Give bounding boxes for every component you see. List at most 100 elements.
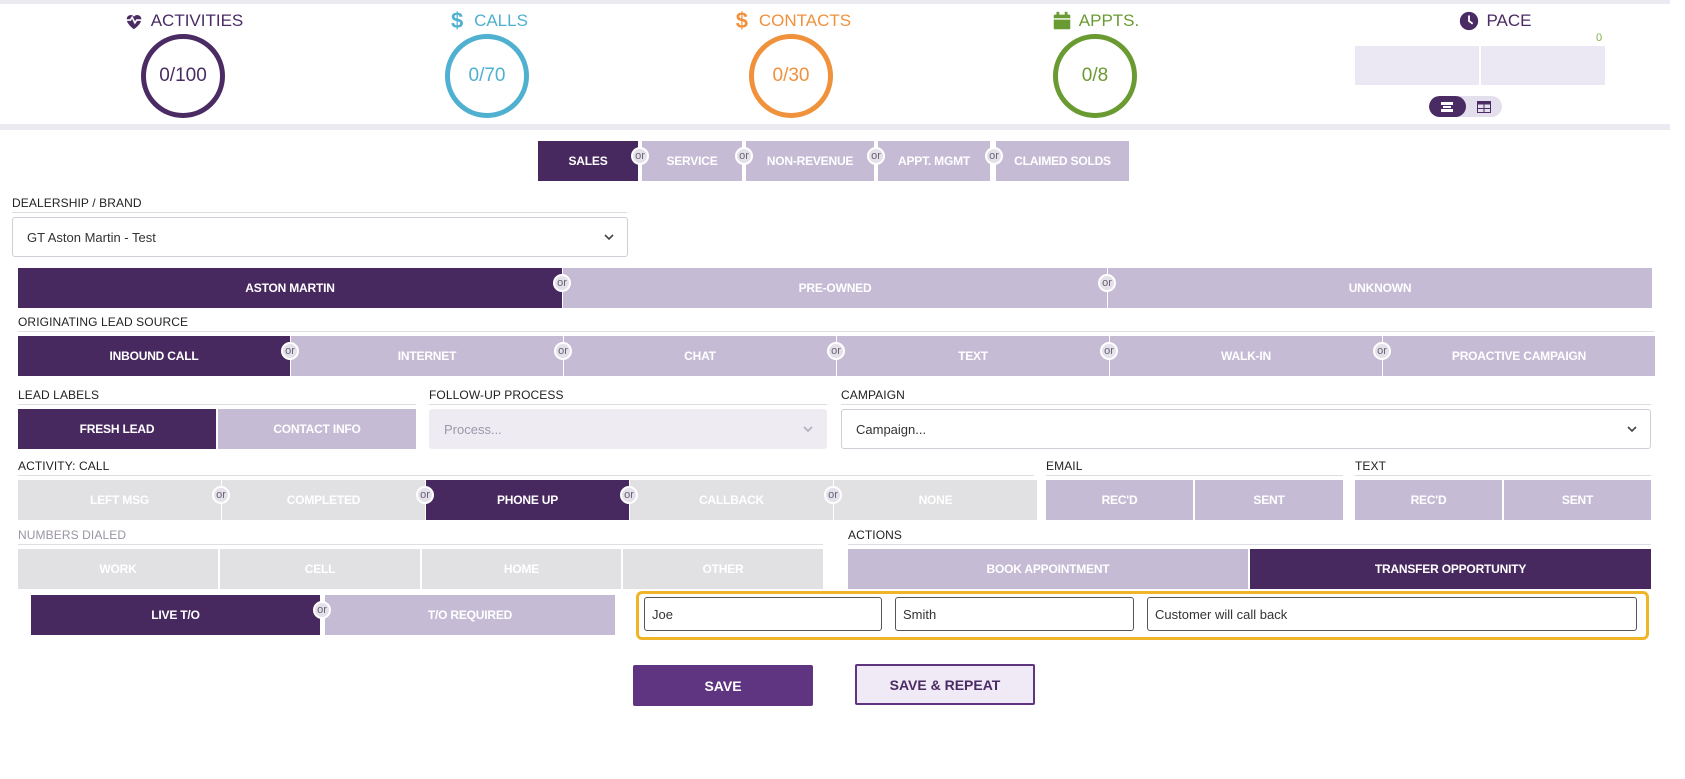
or-separator: or bbox=[631, 147, 649, 165]
or-separator: or bbox=[735, 147, 753, 165]
pace-view-toggle[interactable] bbox=[1429, 96, 1502, 117]
action-book-appointment[interactable]: BOOK APPOINTMENT bbox=[848, 549, 1248, 589]
heartbeat-icon bbox=[125, 15, 142, 30]
pace-cell-left bbox=[1355, 46, 1479, 85]
lead-label-contact-info[interactable]: CONTACT INFO bbox=[218, 409, 416, 449]
first-name-field[interactable]: Joe bbox=[644, 597, 882, 631]
divider bbox=[18, 331, 1654, 332]
activity-callback[interactable]: CALLBACK bbox=[630, 480, 833, 520]
email-received[interactable]: REC'D bbox=[1046, 480, 1193, 520]
numbers-dialed-label: NUMBERS DIALED bbox=[18, 528, 127, 542]
activity-left-msg[interactable]: LEFT MSG bbox=[18, 480, 221, 520]
divider bbox=[841, 404, 1651, 405]
or-separator: or bbox=[1098, 274, 1116, 292]
dept-claimed-solds[interactable]: CLAIMED SOLDS bbox=[996, 141, 1129, 181]
dept-sales[interactable]: SALES bbox=[538, 141, 638, 181]
divider bbox=[848, 544, 1651, 545]
or-separator: or bbox=[1100, 342, 1118, 360]
divider bbox=[18, 475, 1034, 476]
last-name-value: Smith bbox=[903, 606, 937, 622]
number-other[interactable]: OTHER bbox=[623, 549, 823, 589]
chevron-down-icon bbox=[803, 426, 813, 433]
pace-count: 0 bbox=[1596, 32, 1603, 44]
number-home[interactable]: HOME bbox=[422, 549, 621, 589]
dollar-icon: $ bbox=[735, 8, 748, 33]
divider bbox=[1046, 475, 1343, 476]
lead-source-internet[interactable]: INTERNET bbox=[291, 336, 563, 376]
transfer-details-group bbox=[636, 591, 1649, 640]
or-separator: or bbox=[824, 486, 842, 504]
brand-unknown[interactable]: UNKNOWN bbox=[1108, 268, 1652, 308]
divider bbox=[1355, 475, 1651, 476]
lead-source-text[interactable]: TEXT bbox=[837, 336, 1109, 376]
activity-label: ACTIVITY: CALL bbox=[18, 459, 110, 473]
follow-up-select[interactable]: Process... bbox=[429, 409, 827, 449]
follow-up-label: FOLLOW-UP PROCESS bbox=[429, 388, 564, 402]
campaign-select[interactable]: Campaign... bbox=[841, 409, 1651, 449]
or-separator: or bbox=[554, 342, 572, 360]
stat-pace-label: PACE bbox=[1486, 11, 1532, 30]
calendar-icon bbox=[1053, 11, 1071, 30]
text-sent[interactable]: SENT bbox=[1504, 480, 1651, 520]
last-name-field[interactable]: Smith bbox=[895, 597, 1134, 631]
or-separator: or bbox=[827, 342, 845, 360]
stat-calls-label: CALLS bbox=[474, 11, 528, 30]
text-received[interactable]: REC'D bbox=[1355, 480, 1502, 520]
save-repeat-button[interactable]: SAVE & REPEAT bbox=[855, 664, 1035, 705]
lead-label-fresh-lead[interactable]: FRESH LEAD bbox=[18, 409, 216, 449]
brand-pre-owned[interactable]: PRE-OWNED bbox=[563, 268, 1107, 308]
calls-progress-ring: 0/70 bbox=[445, 34, 529, 118]
brand-aston-martin[interactable]: ASTON MARTIN bbox=[18, 268, 562, 308]
email-label: EMAIL bbox=[1046, 459, 1083, 473]
or-separator: or bbox=[867, 147, 885, 165]
email-sent[interactable]: SENT bbox=[1195, 480, 1343, 520]
lead-source-proactive-campaign[interactable]: PROACTIVE CAMPAIGN bbox=[1383, 336, 1655, 376]
transfer-note-value: Customer will call back bbox=[1155, 606, 1288, 622]
follow-up-placeholder: Process... bbox=[444, 421, 502, 437]
or-separator: or bbox=[1373, 342, 1391, 360]
lead-labels-label: LEAD LABELS bbox=[18, 388, 100, 402]
clock-icon bbox=[1460, 11, 1479, 31]
transfer-required[interactable]: T/O REQUIRED bbox=[325, 595, 615, 635]
divider bbox=[18, 404, 416, 405]
appts-progress-ring: 0/8 bbox=[1053, 34, 1137, 118]
number-cell[interactable]: CELL bbox=[220, 549, 420, 589]
dollar-icon: $ bbox=[450, 8, 464, 33]
or-separator: or bbox=[416, 486, 434, 504]
number-work[interactable]: WORK bbox=[18, 549, 218, 589]
chevron-down-icon bbox=[1627, 426, 1637, 433]
lead-source-walk-in[interactable]: WALK-IN bbox=[1110, 336, 1382, 376]
divider bbox=[429, 404, 827, 405]
gauge-view-icon[interactable] bbox=[1429, 96, 1466, 117]
activity-none[interactable]: NONE bbox=[834, 480, 1037, 520]
dealership-value: GT Aston Martin - Test bbox=[27, 229, 156, 245]
action-transfer-opportunity[interactable]: TRANSFER OPPORTUNITY bbox=[1250, 549, 1651, 589]
transfer-live[interactable]: LIVE T/O bbox=[31, 595, 320, 635]
dept-service[interactable]: SERVICE bbox=[642, 141, 742, 181]
dealership-label: DEALERSHIP / BRAND bbox=[12, 196, 142, 210]
stats-bar: ACTIVITIES 0/100 $ CALLS 0/70 $ CONTACTS… bbox=[0, 0, 1670, 130]
or-separator: or bbox=[212, 486, 230, 504]
or-separator: or bbox=[553, 274, 571, 292]
activity-completed[interactable]: COMPLETED bbox=[222, 480, 425, 520]
stat-appts-label: APPTS. bbox=[1078, 11, 1140, 30]
pace-cell-right bbox=[1481, 46, 1605, 85]
transfer-note-field[interactable]: Customer will call back bbox=[1147, 597, 1637, 631]
lead-source-inbound-call[interactable]: INBOUND CALL bbox=[18, 336, 290, 376]
campaign-label: CAMPAIGN bbox=[841, 388, 905, 402]
campaign-value: Campaign... bbox=[856, 421, 927, 437]
lead-source-chat[interactable]: CHAT bbox=[564, 336, 836, 376]
dept-non-revenue[interactable]: NON-REVENUE bbox=[746, 141, 874, 181]
contacts-progress-ring: 0/30 bbox=[749, 34, 833, 118]
chevron-down-icon bbox=[604, 234, 614, 241]
activity-phone-up[interactable]: PHONE UP bbox=[426, 480, 629, 520]
divider bbox=[18, 544, 823, 545]
first-name-value: Joe bbox=[652, 606, 673, 622]
table-view-icon[interactable] bbox=[1466, 96, 1503, 117]
stat-activities-label: ACTIVITIES bbox=[150, 11, 244, 30]
save-button[interactable]: SAVE bbox=[633, 665, 813, 706]
text-label: TEXT bbox=[1355, 459, 1387, 473]
divider bbox=[12, 212, 627, 213]
dealership-select[interactable]: GT Aston Martin - Test bbox=[12, 217, 628, 257]
dept-appt-mgmt[interactable]: APPT. MGMT bbox=[878, 141, 990, 181]
